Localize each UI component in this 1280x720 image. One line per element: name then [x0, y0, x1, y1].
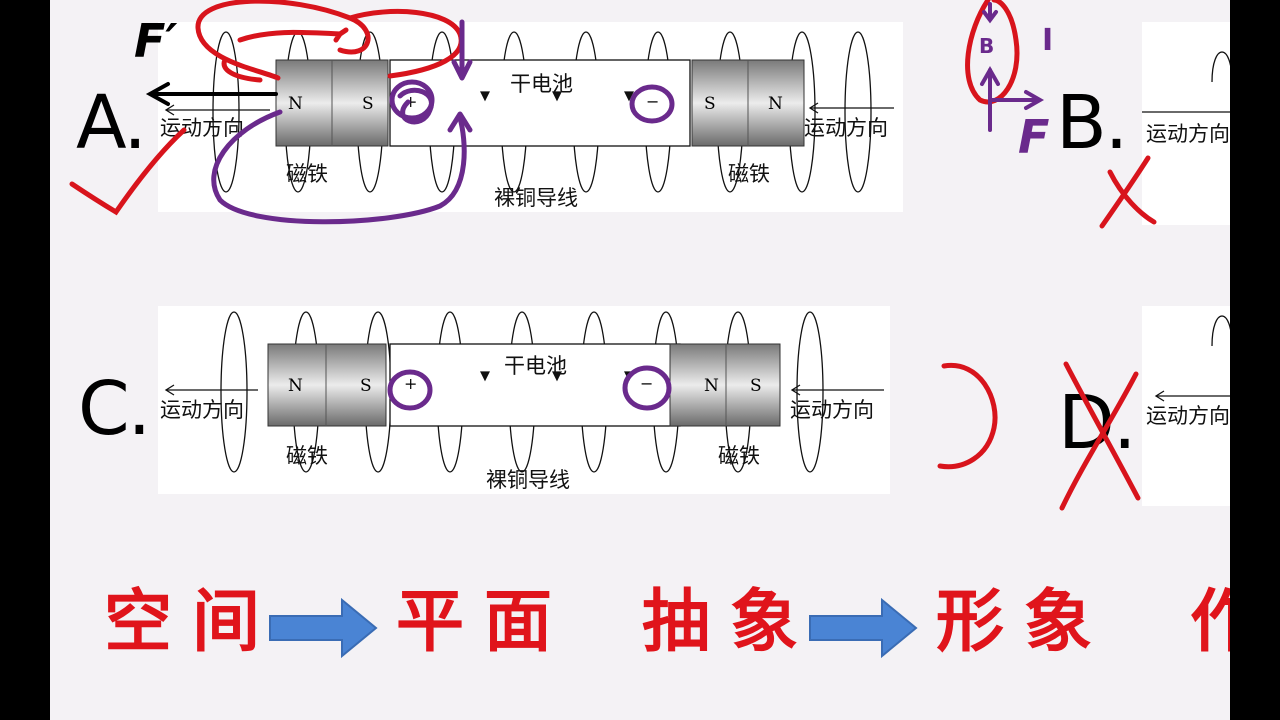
field-b-label: B [979, 34, 995, 58]
bottom-text-space: 空间 [104, 582, 281, 662]
option-a-battery-label: 干电池 [510, 72, 573, 96]
option-c-right-n: N [704, 376, 719, 396]
option-c-minus: − [640, 374, 654, 393]
option-a-left-s: S [362, 94, 374, 114]
option-a-minus: − [646, 92, 660, 111]
bottom-text-plane: 平面 [396, 582, 573, 662]
option-a-diagram [164, 31, 894, 193]
blue-arrow-1-icon [269, 597, 378, 659]
option-a-plus: + [404, 92, 418, 111]
force-f-label: F [1018, 110, 1050, 164]
option-c-left-n: N [288, 376, 303, 396]
option-a-right-magnet-label: 磁铁 [728, 162, 770, 186]
option-c-right-s: S [750, 376, 762, 396]
option-c-right-motion-label: 运动方向 [790, 398, 874, 422]
current-i-label: I [1042, 23, 1054, 58]
bottom-text-cut: 作 [1190, 588, 1230, 656]
option-a-letter: A. [76, 80, 147, 166]
option-a-left-magnet-label: 磁铁 [286, 162, 328, 186]
option-a-left-n: N [288, 94, 303, 114]
blue-arrow-2-icon [809, 597, 918, 659]
option-a-right-n: N [768, 94, 783, 114]
option-a-right-motion-label: 运动方向 [804, 116, 888, 140]
option-c-wire-label: 裸铜导线 [486, 468, 570, 492]
option-d-motion-label: 运动方向 [1146, 404, 1230, 428]
option-c-figure: N S N S + − 干电池 磁铁 磁铁 裸铜导线 运动方向 运动方向 [158, 306, 890, 494]
option-c-left-motion-label: 运动方向 [160, 398, 244, 422]
option-d-letter: D. [1058, 380, 1137, 466]
option-c-diagram [164, 311, 884, 473]
option-d-diagram [1154, 315, 1230, 402]
bottom-text-abstract: 抽象 [642, 582, 819, 662]
force-prime-label: F′ [134, 14, 178, 68]
option-c-plus: + [404, 374, 418, 393]
option-b-letter: B. [1056, 80, 1128, 166]
option-b-figure: 运动方向 [1142, 22, 1230, 225]
slide-canvas: A. [50, 0, 1230, 720]
option-c-left-magnet-label: 磁铁 [286, 444, 328, 468]
option-c-right-magnet-label: 磁铁 [718, 444, 760, 468]
option-a-left-motion-label: 运动方向 [160, 116, 244, 140]
option-a-right-s: S [704, 94, 716, 114]
option-b-motion-label: 运动方向 [1146, 122, 1230, 146]
option-c-left-s: S [360, 376, 372, 396]
option-c-letter: C. [78, 366, 151, 452]
option-d-figure: 运动方向 [1142, 306, 1230, 506]
option-c-battery-label: 干电池 [504, 354, 567, 378]
bottom-text-image: 形象 [936, 582, 1113, 662]
red-bracket-mark [937, 362, 998, 470]
option-a-figure: N S S N + − 干电池 磁铁 磁铁 裸铜导线 运动方向 运动方向 [158, 22, 903, 212]
option-a-wire-label: 裸铜导线 [494, 186, 578, 210]
option-b-diagram [1142, 51, 1230, 113]
